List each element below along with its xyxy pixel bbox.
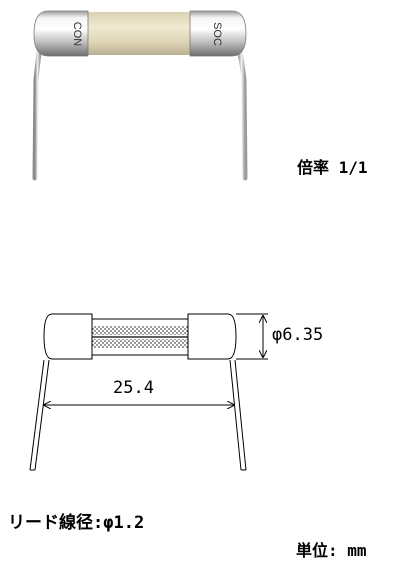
drawing-lead-wire-left: [29, 359, 50, 471]
photo-cap-right-marking: SOC: [211, 22, 223, 46]
diameter-label: φ6.35: [272, 325, 324, 345]
photo-cap-right: [189, 10, 247, 57]
unit-label: 単位: mm: [296, 541, 367, 560]
photo-cap-left-marking: CON: [71, 22, 83, 47]
photo-cap-left: [33, 10, 89, 57]
photo-ceramic-body: [82, 12, 194, 55]
length-label: 25.4: [113, 378, 154, 398]
drawing-fuse-element: [92, 326, 188, 335]
drawing-cap-right: [187, 313, 237, 360]
scale-label: 倍率 1/1: [297, 158, 368, 177]
fuse-photo: CON SOC: [32, 10, 248, 181]
lead-wire-diameter-label: リード線径:φ1.2: [8, 513, 145, 533]
drawing-lead-wire-right: [229, 359, 247, 471]
drawing-cap-left: [43, 313, 93, 360]
